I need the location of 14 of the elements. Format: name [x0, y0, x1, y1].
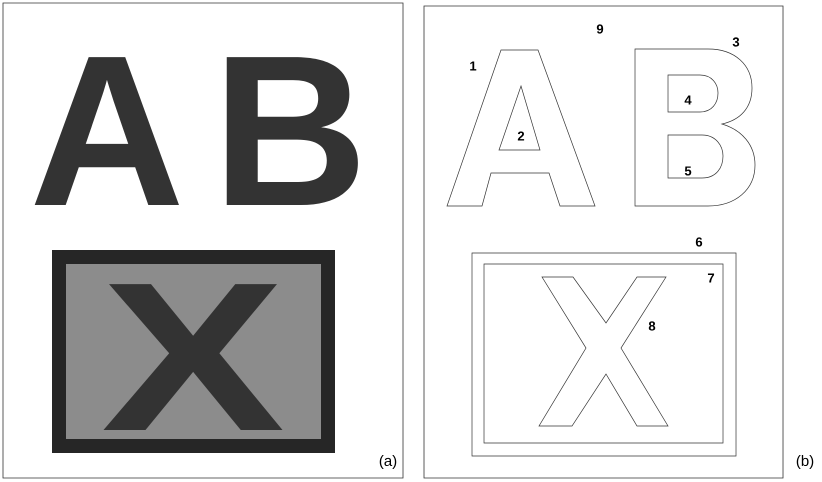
region-number: 5: [684, 166, 692, 176]
panel-label: (a): [380, 455, 396, 469]
panel-label: (b): [796, 455, 814, 469]
region-number: 6: [696, 237, 702, 247]
region-number: 4: [684, 96, 692, 104]
region-number: 1: [470, 62, 476, 70]
region-number: 7: [708, 274, 714, 282]
solid-letter: B: [226, 57, 358, 205]
region-number: 9: [596, 24, 604, 34]
region-number: 8: [648, 321, 656, 331]
region-number: 2: [518, 131, 524, 141]
solid-letter: A: [34, 57, 179, 205]
solid-letter: X: [104, 284, 282, 430]
region-number: 3: [732, 37, 740, 47]
